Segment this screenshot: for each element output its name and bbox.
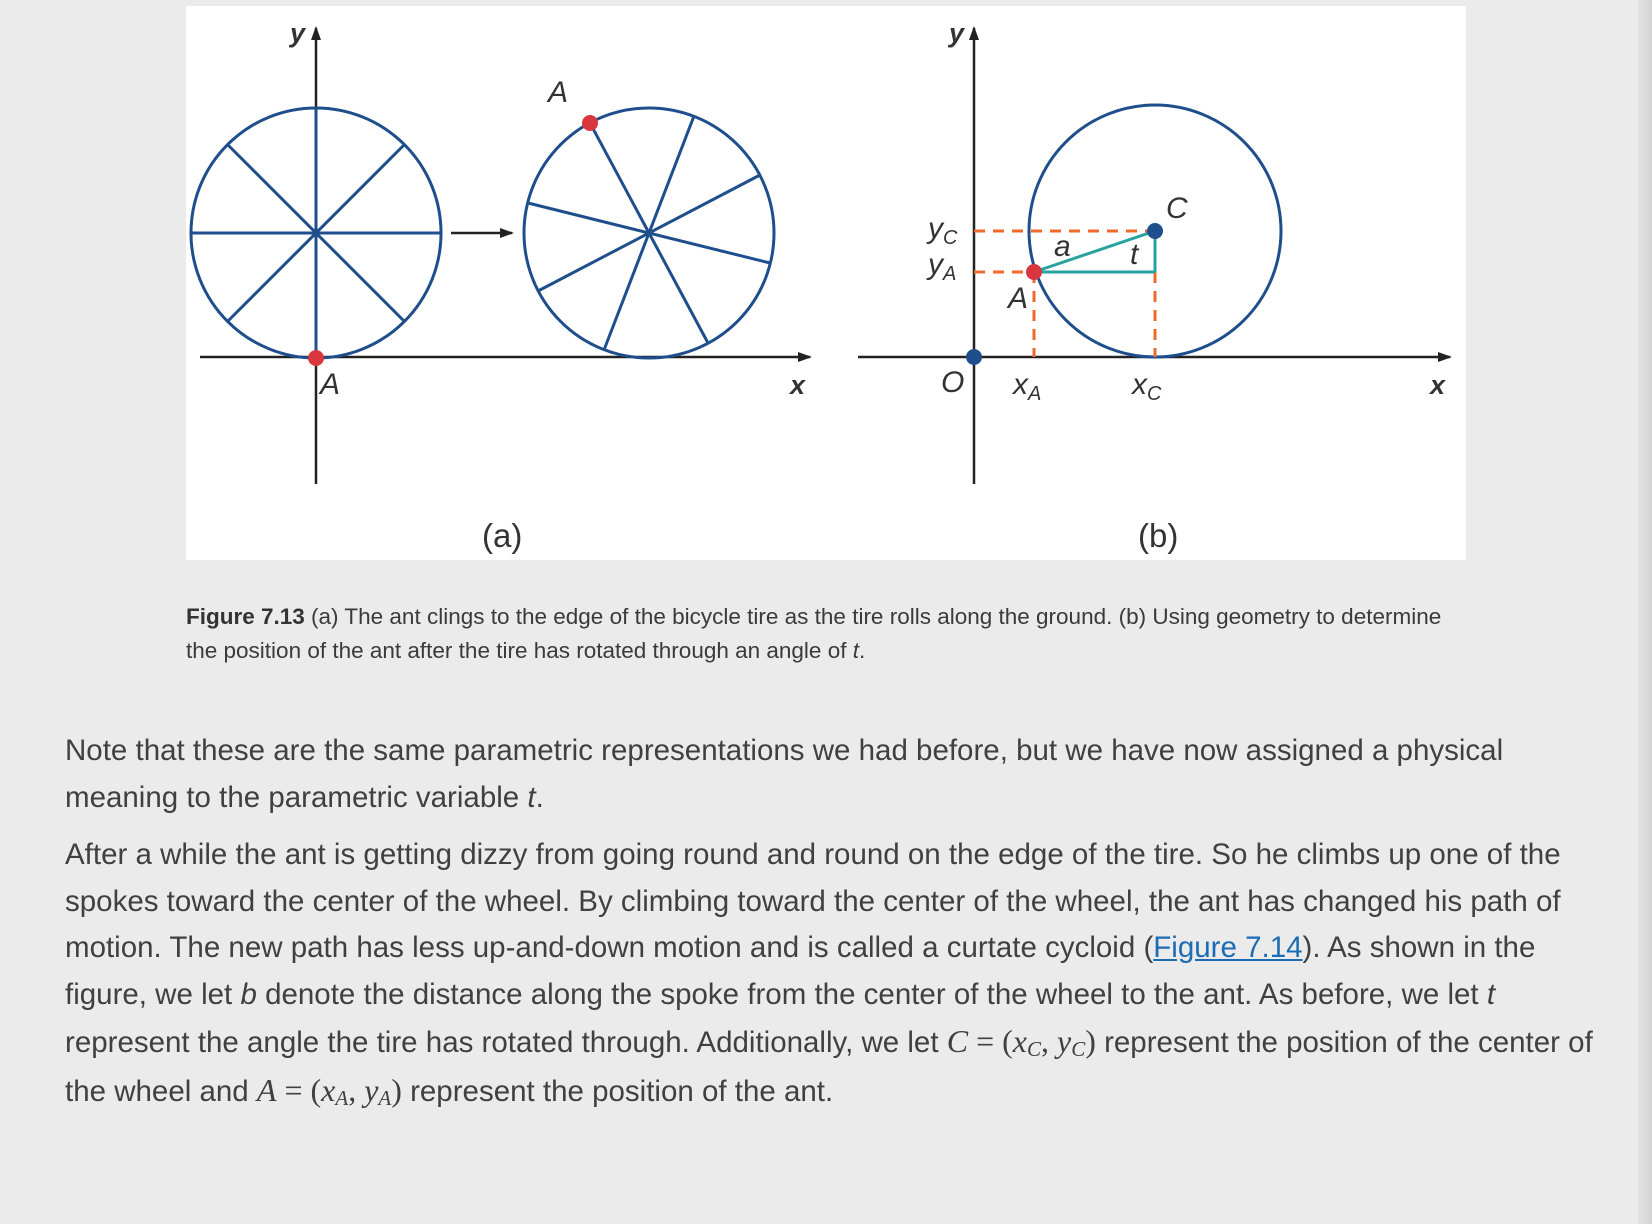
paragraph-curtate-part6: represent the position of the ant.	[401, 1074, 834, 1108]
wheel-ground	[189, 106, 443, 360]
figure-caption-label: Figure 7.13	[186, 604, 305, 629]
ant-point-b	[1026, 264, 1042, 280]
page-right-edge	[1638, 0, 1652, 1224]
paragraph-curtate-part5: represent the position of the center of …	[65, 1026, 1593, 1108]
ya-tick-label: yA	[926, 248, 956, 285]
figure-caption-text: (a) The ant clings to the edge of the bi…	[186, 604, 1442, 663]
yc-tick-label: yC	[926, 212, 958, 249]
paragraph-note-end: .	[535, 780, 544, 814]
origin-point	[966, 349, 982, 365]
figure-caption: Figure 7.13 (a) The ant clings to the ed…	[186, 600, 1446, 668]
origin-label: O	[941, 366, 964, 399]
ant-point-ground	[308, 350, 324, 366]
paragraph-note-text: Note that these are the same parametric …	[65, 734, 1504, 814]
var-t: t	[1486, 977, 1496, 1011]
guide-lines	[974, 229, 1157, 357]
figure-diagram: y x A A (a)	[189, 18, 1452, 554]
figure-7-13: y x A A (a)	[186, 6, 1466, 560]
paragraph-curtate-part4: represent the angle the tire has rotated…	[65, 1026, 947, 1059]
paragraph-note-var-t: t	[527, 780, 536, 814]
math-ant-position: A = (xA, yA)	[256, 1071, 402, 1110]
paragraph-curtate-part2: ). As shown in the figure, we let	[65, 931, 1536, 1011]
figure-caption-end: .	[858, 638, 866, 663]
angle-label: t	[1130, 238, 1140, 271]
center-label: C	[1166, 192, 1188, 225]
panel-a-x-label: x	[788, 370, 806, 400]
var-b: b	[240, 977, 257, 1011]
ant-label-b: A	[1006, 282, 1028, 315]
panel-a-sublabel: (a)	[482, 517, 522, 554]
ant-point-rotated	[582, 115, 598, 131]
paragraph-curtate-part3: denote the distance along the spoke from…	[256, 977, 1487, 1011]
figure-caption-var-t: t	[852, 638, 859, 663]
panel-a: y x A A (a)	[189, 18, 812, 554]
panel-a-y-label: y	[288, 18, 307, 48]
xc-tick-label: xC	[1130, 368, 1162, 405]
panel-b: y x O C A a t yC	[858, 18, 1452, 554]
panel-b-sublabel: (b)	[1138, 517, 1178, 554]
radius-label: a	[1054, 230, 1071, 263]
wheel-rotated	[522, 106, 776, 360]
center-point	[1147, 223, 1163, 239]
xa-tick-label: xA	[1011, 368, 1041, 405]
panel-b-y-label: y	[947, 18, 966, 48]
panel-b-x-label: x	[1428, 370, 1446, 400]
paragraph-note: Note that these are the same parametric …	[65, 728, 1595, 821]
figure-7-14-link[interactable]: Figure 7.14	[1153, 931, 1303, 964]
math-center-position: C = (xC, yC)	[946, 1023, 1096, 1061]
ant-label-ground: A	[318, 368, 340, 401]
paragraph-curtate-part1: After a while the ant is getting dizzy f…	[65, 838, 1561, 964]
paragraph-curtate: After a while the ant is getting dizzy f…	[65, 832, 1595, 1115]
body-text: Note that these are the same parametric …	[65, 728, 1595, 1126]
ant-label-rotated: A	[546, 76, 568, 109]
